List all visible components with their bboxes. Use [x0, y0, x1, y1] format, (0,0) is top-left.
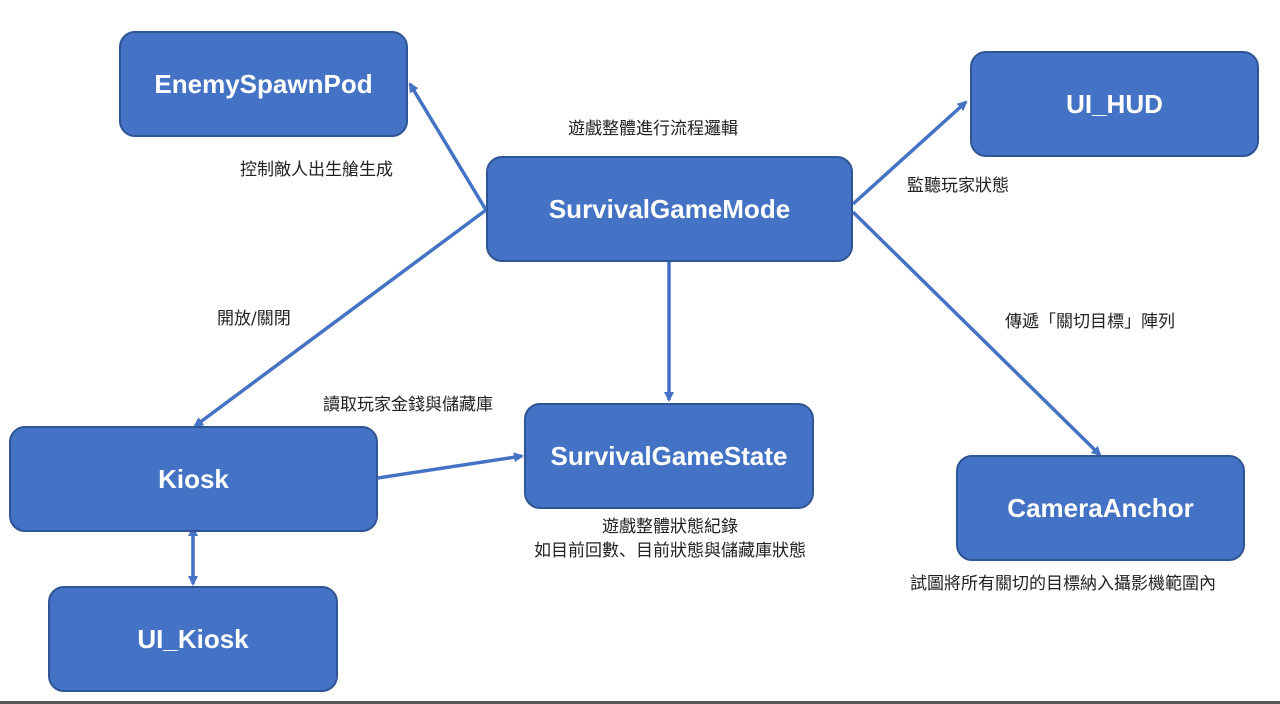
label-open-close: 開放/關閉: [217, 309, 291, 329]
label-listen-player: 監聽玩家狀態: [907, 176, 1009, 196]
label-game-state-desc: 遊戲整體狀態紀錄 如目前回數、目前狀態與儲藏庫狀態: [500, 515, 840, 563]
arrow-mode-to-kiosk: [193, 208, 488, 428]
node-survival-game-state: SurvivalGameState: [524, 403, 814, 509]
label-game-state-desc-line2: 如目前回數、目前狀態與儲藏庫狀態: [534, 541, 806, 561]
node-enemy-spawn-pod: EnemySpawnPod: [119, 31, 408, 137]
node-camera-anchor: CameraAnchor: [956, 455, 1245, 561]
label-pass-targets: 傳遞「關切目標」陣列: [1005, 312, 1175, 332]
arrow-mode-to-hud: [851, 100, 968, 206]
label-read-money: 讀取玩家金錢與儲藏庫: [323, 395, 493, 415]
label-game-state-desc-line1: 遊戲整體狀態紀錄: [602, 517, 738, 537]
label-game-mode-desc: 遊戲整體進行流程邏輯: [568, 119, 738, 139]
arrow-mode-to-camera: [851, 210, 1102, 457]
label-spawn-control: 控制敵人出生艙生成: [240, 160, 393, 180]
node-ui-hud: UI_HUD: [970, 51, 1259, 157]
bottom-divider: [0, 701, 1280, 704]
arrow-kiosk-to-state: [377, 452, 524, 480]
node-ui-kiosk: UI_Kiosk: [48, 586, 338, 692]
arrow-mode-to-spawnpod: [408, 82, 488, 211]
node-kiosk: Kiosk: [9, 426, 378, 532]
node-survival-game-mode: SurvivalGameMode: [486, 156, 853, 262]
label-camera-desc: 試圖將所有關切的目標納入攝影機範圍內: [910, 574, 1216, 594]
